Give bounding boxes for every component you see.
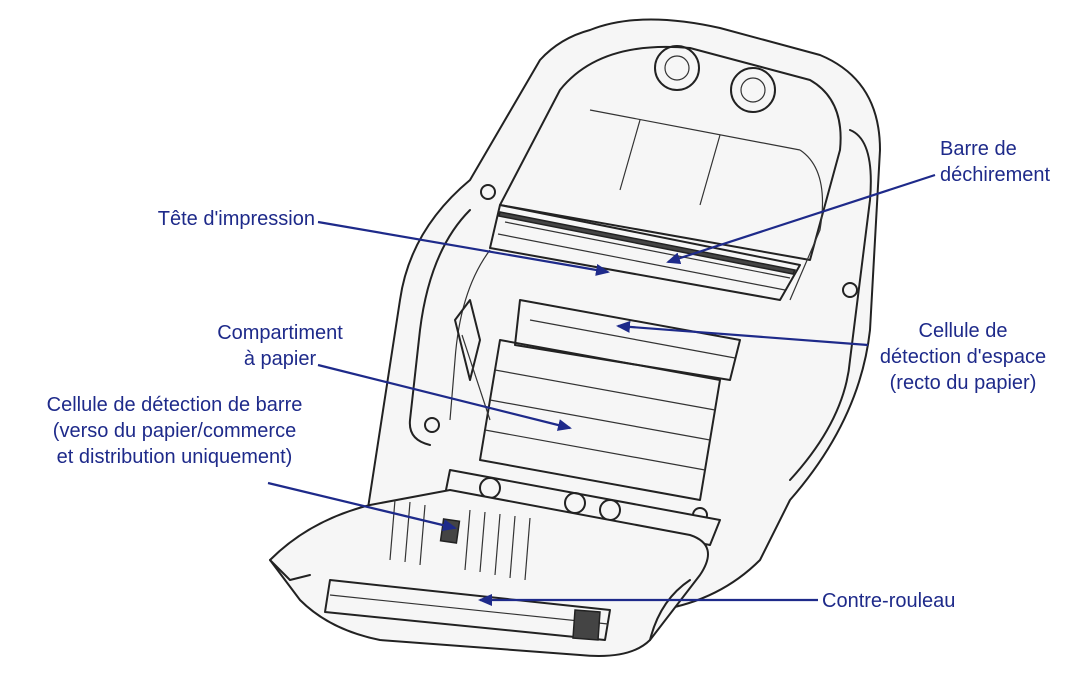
label-bar-sensor-line1: Cellule de détection de barre [46,394,303,416]
label-bar-sensor-line3: et distribution uniquement) [56,446,293,468]
leader-media-compartment [317,363,572,431]
label-gap-sensor: Cellule de détection d'espace (recto du … [858,318,1068,396]
label-gap-sensor-line2: détection d'espace [879,346,1047,368]
label-gap-sensor-line3: (recto du papier) [889,372,1037,394]
leader-bar-sensor [267,481,457,532]
leader-printhead [317,220,610,276]
feed-button-icon [730,67,776,113]
label-tear-bar: Barre de déchirement [940,136,1050,188]
label-platen: Contre-rouleau [822,588,955,614]
label-bar-sensor-line2: (verso du papier/commerce [52,420,297,442]
label-tear-bar-line2: déchirement [940,164,1051,186]
power-button-icon [654,45,700,91]
label-media-compartment: Compartiment à papier [180,320,380,372]
leader-gap-sensor [616,320,869,347]
label-media-compartment-line2: à papier [243,348,317,370]
label-printhead: Tête d'impression [120,206,315,232]
label-tear-bar-line1: Barre de [940,138,1017,160]
label-gap-sensor-line1: Cellule de [918,320,1008,342]
top-cover [499,45,842,261]
label-platen-line1: Contre-rouleau [822,590,956,612]
label-printhead-line1: Tête d'impression [157,208,315,230]
media-compartment-outline [479,339,721,501]
label-media-compartment-line1: Compartiment [217,322,343,344]
label-bar-sensor: Cellule de détection de barre (verso du … [2,392,347,470]
leader-tear-bar [666,173,936,264]
